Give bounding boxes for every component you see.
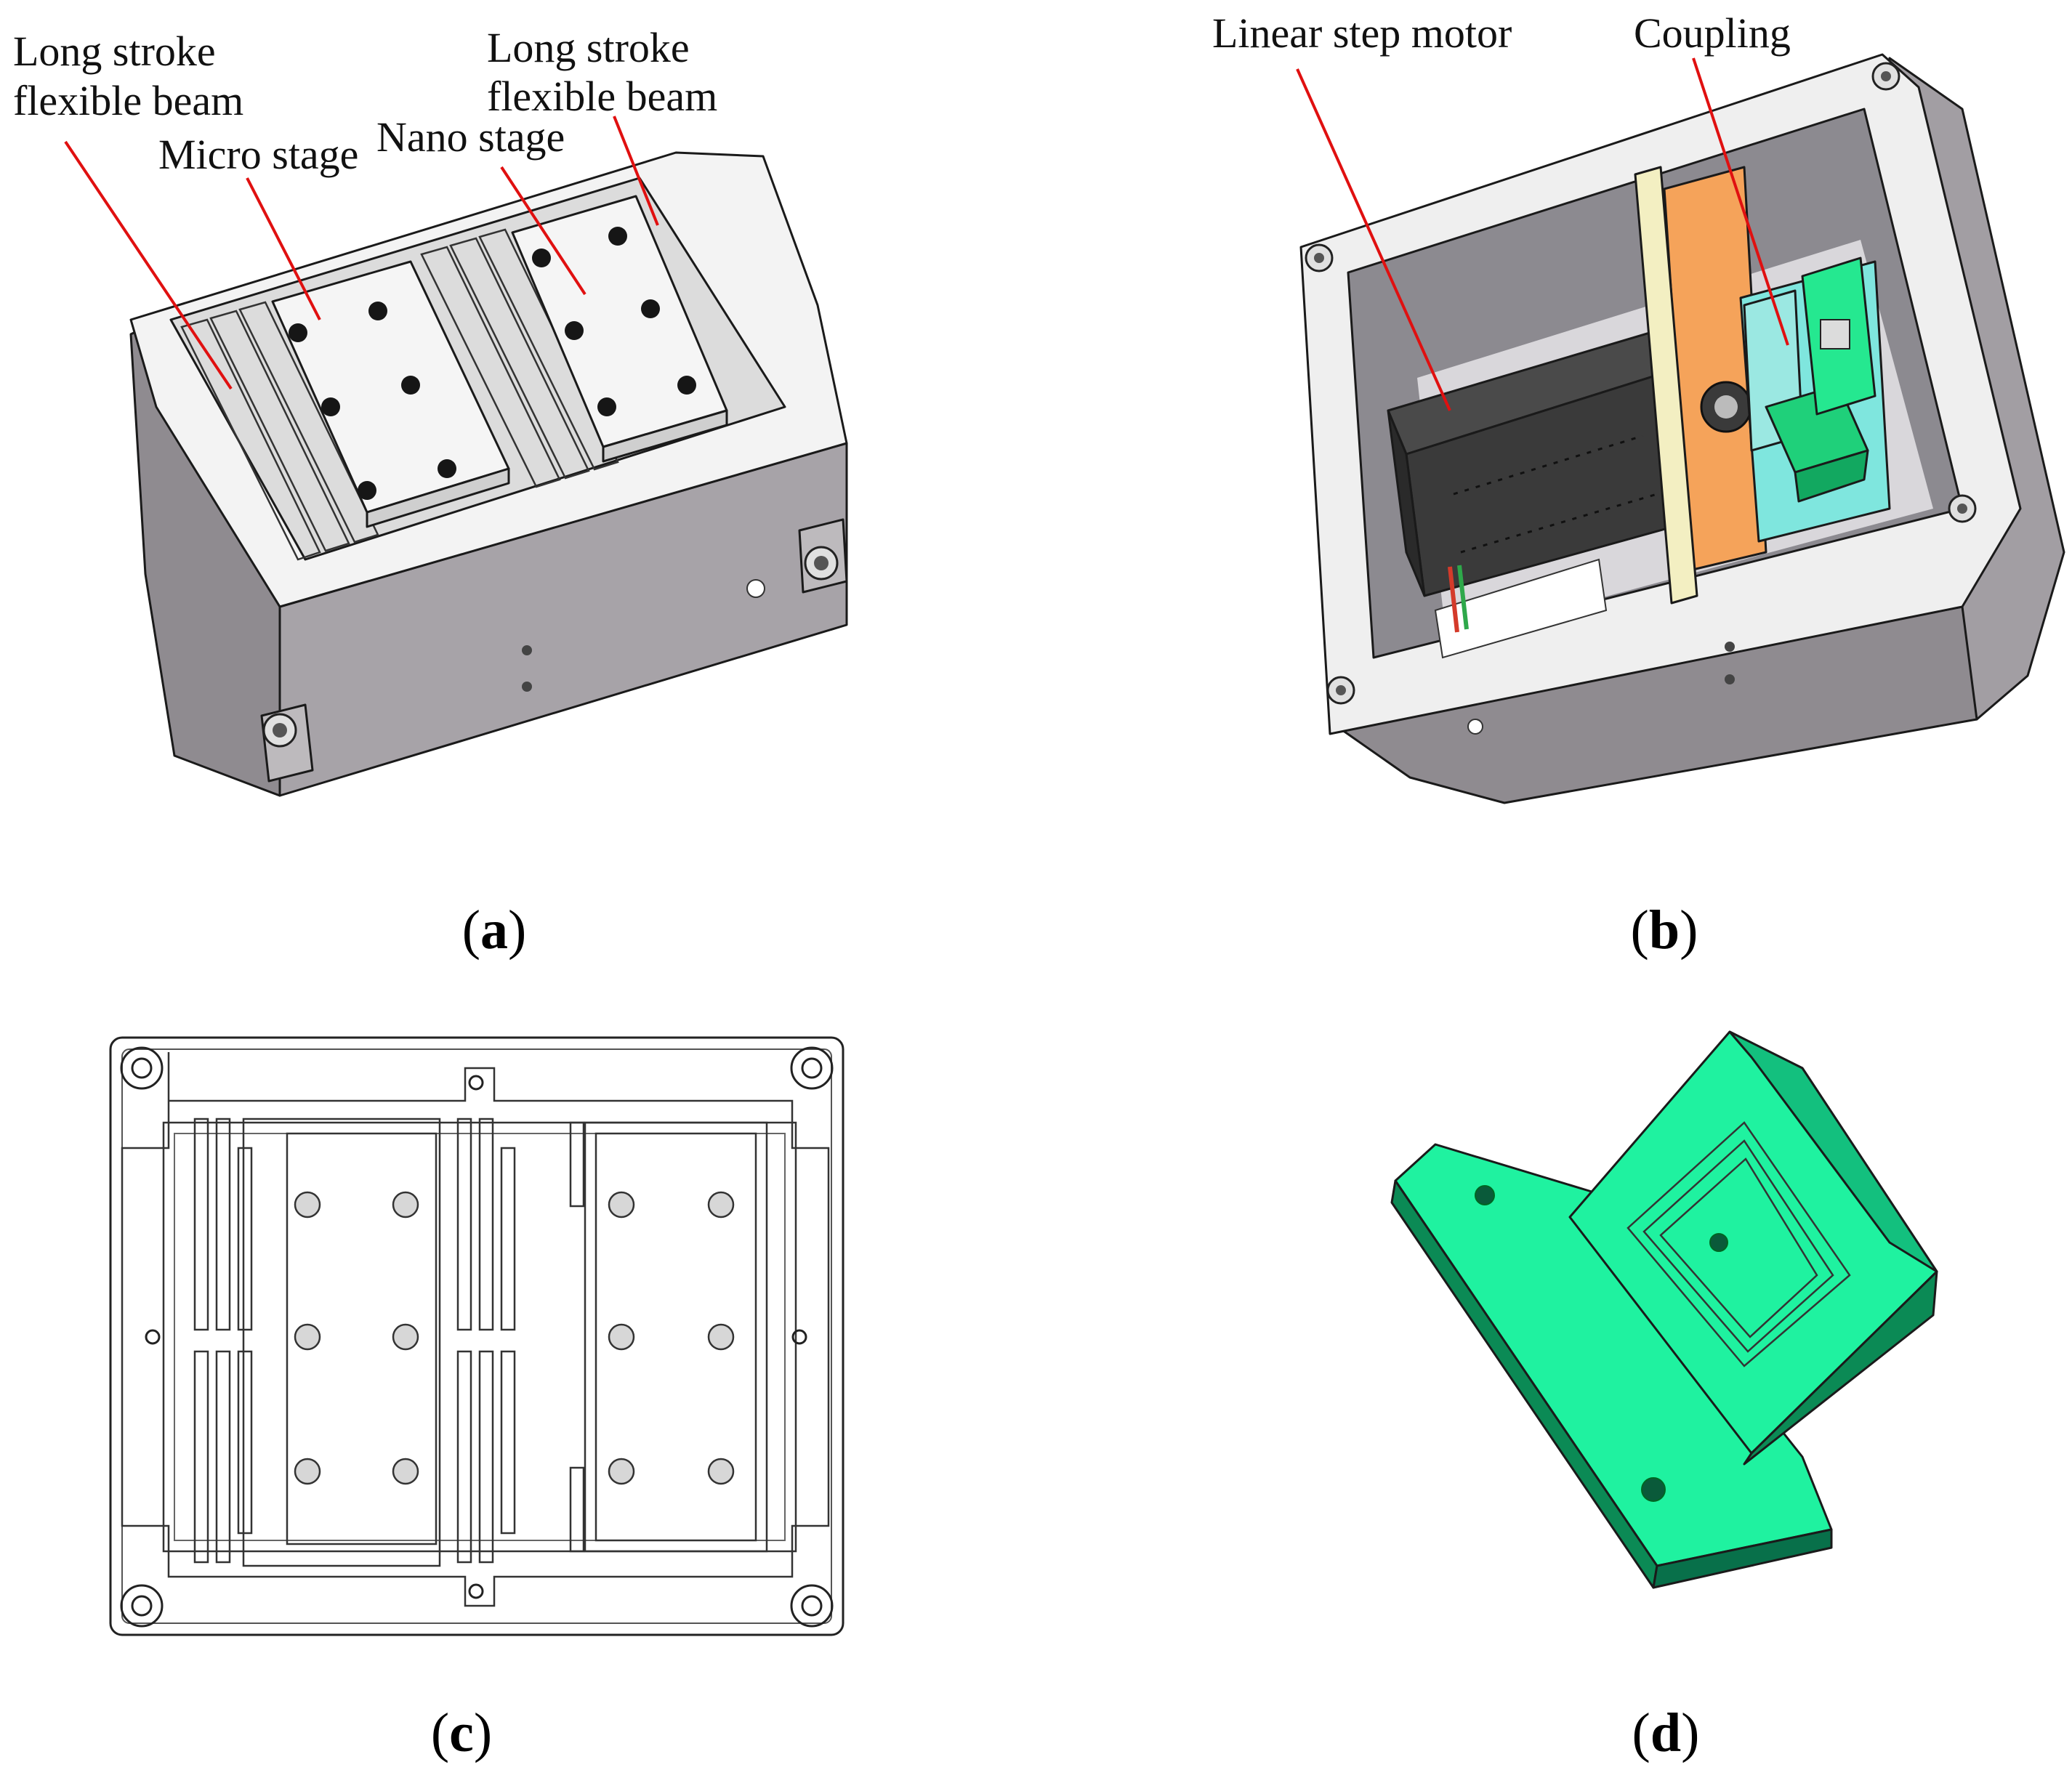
panel-b-labels: Linear step motor Coupling [1212,9,1791,57]
panel-c-beams [193,1118,585,1564]
nano-stage-hole [641,299,660,318]
stage-hole [294,1458,321,1485]
caption-c: (c) [431,1702,492,1763]
label-long-stroke-beam-left: flexible beam [13,77,243,124]
panel-b-coupling [1739,256,1891,543]
nano-stage-hole [532,248,551,267]
panel-a-mount-holes [262,546,839,748]
stage-hole [707,1323,735,1351]
panel-c: (c) [109,1036,844,1763]
panel-a-leaders [64,116,659,390]
panel-d-flexure-block [1568,1030,1938,1466]
nano-stage-hole [608,227,627,246]
stage-hole [707,1191,735,1219]
label-long-stroke-beam-left: Long stroke [13,28,216,75]
leader-line [500,166,586,296]
panel-b: Linear step motor Coupling (b) [1212,9,2065,961]
leader-line [1296,68,1451,411]
panel-c-corner-bosses [120,1046,834,1628]
stage-hole [392,1191,419,1219]
micro-stage-hole [438,459,456,478]
leader-line [1692,57,1789,346]
nano-stage-hole [597,397,616,416]
panel-b-mount-holes [1305,62,1977,735]
panel-b-motor [1387,329,1688,659]
label-linear-step-motor: Linear step motor [1212,9,1512,57]
label-micro-stage: Micro stage [158,131,358,178]
leader-line [246,177,321,320]
stage-hole [392,1458,419,1485]
leader-line [64,140,233,390]
caption-d: (d) [1632,1702,1700,1763]
panel-a-flexible-beams [180,228,619,561]
stage-hole [392,1323,419,1351]
micro-stage-hole [368,302,387,320]
panel-a-labels: Long stroke flexible beam Micro stage Na… [13,24,717,178]
stage-hole [294,1323,321,1351]
stage-hole [707,1458,735,1485]
micro-stage-hole [289,323,307,342]
panel-c-stages [242,1118,768,1567]
stage-hole [608,1323,635,1351]
micro-stage-hole [401,376,420,395]
micro-stage-hole [321,397,340,416]
panel-b-plates [1634,166,1767,605]
micro-stage-hole [358,481,376,500]
caption-b: (b) [1631,900,1698,961]
panel-d: (d) [1390,1030,1938,1763]
panel-c-outline [109,1036,844,1636]
nano-stage-hole [677,376,696,395]
stage-hole [294,1191,321,1219]
leader-line [613,116,659,226]
nano-stage-hole [565,321,584,340]
panel-a-micro-stage [271,260,510,528]
label-nano-stage: Nano stage [376,113,565,161]
panel-d-base-plate [1390,1143,1833,1589]
caption-a: (a) [462,900,527,961]
stage-hole [608,1191,635,1219]
panel-a: Long stroke flexible beam Micro stage Na… [13,24,848,961]
panel-a-nano-stage [511,195,728,463]
label-long-stroke-beam-right: flexible beam [487,73,717,120]
label-coupling: Coupling [1634,9,1791,57]
panel-b-leaders [1296,57,1789,411]
stage-hole [608,1458,635,1485]
label-long-stroke-beam-right: Long stroke [487,24,690,71]
